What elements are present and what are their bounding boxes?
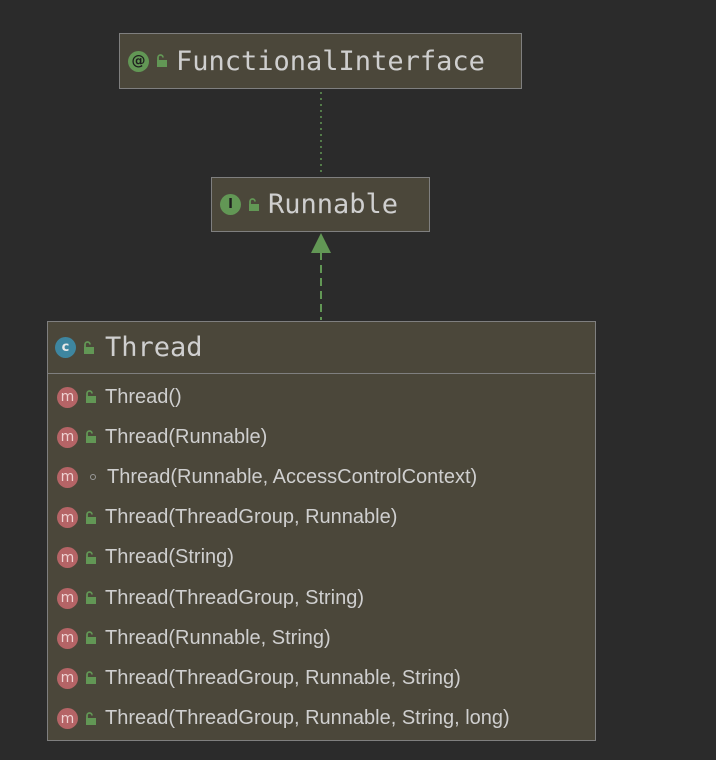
public-lock-icon bbox=[86, 430, 96, 444]
class-icon: c bbox=[55, 337, 76, 358]
method-label: Thread(Runnable, AccessControlContext) bbox=[107, 465, 478, 488]
method-label: Thread() bbox=[105, 385, 182, 408]
public-lock-icon bbox=[157, 54, 167, 67]
method-label: Thread(ThreadGroup, Runnable, String, lo… bbox=[105, 707, 510, 730]
method-icon: m bbox=[57, 426, 78, 448]
method-row[interactable]: m Thread(ThreadGroup, Runnable) bbox=[48, 498, 595, 538]
implements-arrowhead bbox=[311, 233, 331, 253]
method-icon: m bbox=[57, 466, 78, 488]
method-icon: m bbox=[57, 627, 78, 649]
public-lock-icon bbox=[86, 711, 96, 725]
functional-interface-header: @ FunctionalInterface bbox=[120, 34, 521, 88]
method-row[interactable]: m Thread(ThreadGroup, Runnable, String, l… bbox=[48, 699, 595, 739]
public-lock-icon bbox=[84, 340, 94, 354]
public-lock-icon bbox=[86, 671, 96, 685]
public-lock-icon bbox=[249, 197, 259, 211]
public-lock-icon bbox=[86, 550, 96, 564]
method-icon: m bbox=[57, 667, 78, 689]
method-label: Thread(Runnable) bbox=[105, 425, 268, 448]
public-lock-icon bbox=[86, 631, 96, 645]
functional-interface-node[interactable]: @ FunctionalInterface bbox=[119, 33, 522, 89]
method-label: Thread(String) bbox=[105, 546, 234, 569]
thread-title: Thread bbox=[105, 332, 203, 363]
method-icon: m bbox=[57, 386, 78, 408]
method-icon: m bbox=[57, 547, 78, 569]
method-icon: m bbox=[57, 507, 78, 529]
method-icon: m bbox=[57, 708, 78, 730]
method-row[interactable]: m Thread() bbox=[48, 377, 595, 417]
method-row[interactable]: m Thread(ThreadGroup, String) bbox=[48, 578, 595, 618]
method-label: Thread(ThreadGroup, Runnable) bbox=[105, 506, 398, 529]
method-row[interactable]: m Thread(ThreadGroup, Runnable, String) bbox=[48, 658, 595, 698]
method-row[interactable]: m Thread(Runnable, String) bbox=[48, 618, 595, 658]
method-row[interactable]: m Thread(String) bbox=[48, 538, 595, 578]
method-row[interactable]: m Thread(Runnable) bbox=[48, 417, 595, 457]
annotation-icon: @ bbox=[128, 50, 149, 72]
thread-header: c Thread bbox=[48, 322, 595, 374]
interface-icon: I bbox=[220, 194, 241, 215]
public-lock-icon bbox=[86, 390, 96, 404]
method-label: Thread(Runnable, String) bbox=[105, 626, 331, 649]
runnable-node[interactable]: I Runnable bbox=[211, 177, 430, 232]
package-private-icon bbox=[90, 474, 96, 481]
functional-interface-title: FunctionalInterface bbox=[176, 45, 485, 77]
public-lock-icon bbox=[86, 510, 96, 524]
method-row[interactable]: m Thread(Runnable, AccessControlContext) bbox=[48, 457, 595, 497]
method-icon: m bbox=[57, 587, 78, 609]
method-label: Thread(ThreadGroup, String) bbox=[105, 586, 365, 609]
runnable-header: I Runnable bbox=[212, 178, 429, 231]
runnable-title: Runnable bbox=[268, 189, 399, 220]
method-label: Thread(ThreadGroup, Runnable, String) bbox=[105, 666, 461, 689]
public-lock-icon bbox=[86, 591, 96, 605]
